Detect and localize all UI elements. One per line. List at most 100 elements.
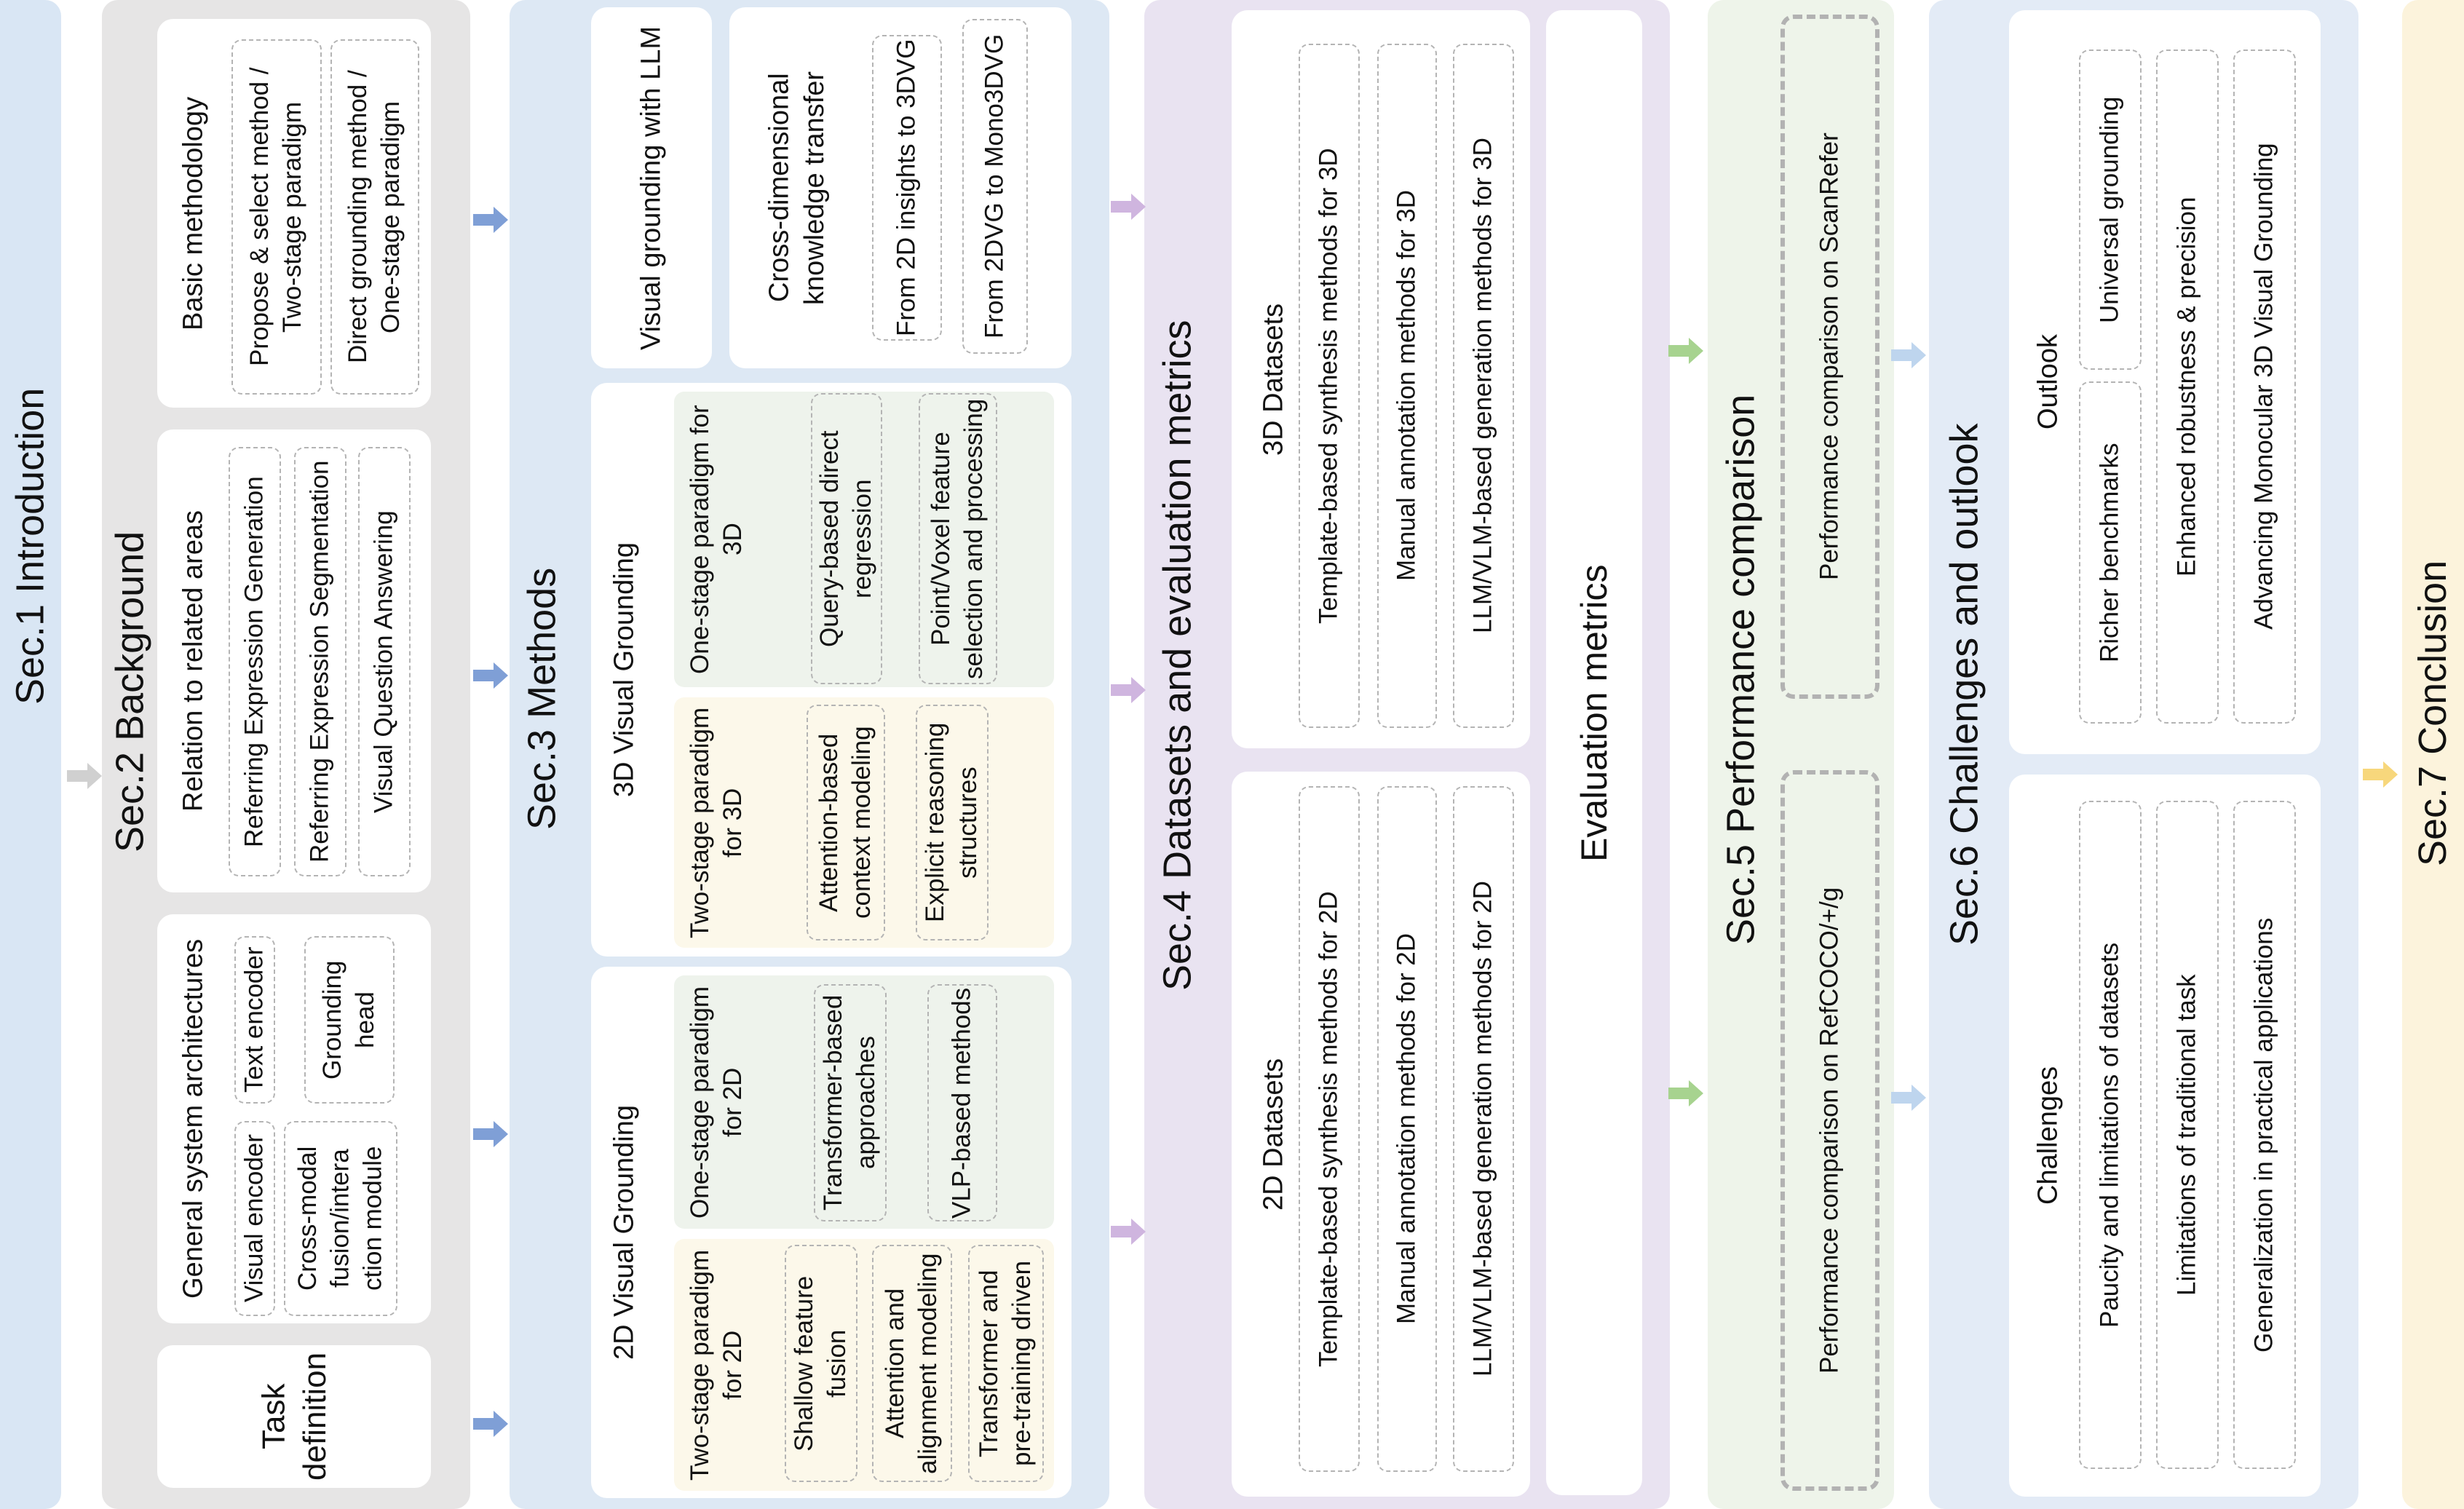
template-3d-box (1299, 44, 1360, 728)
metrics-label: Evaluation metrics (1574, 564, 1615, 863)
arrow-right-icon (1111, 194, 1146, 220)
datasets3d-card (1232, 10, 1530, 748)
monocular-3dvg-label: Advancing Monocular 3D Visual Grounding (2249, 143, 2278, 630)
vg3d-one-stage-block (674, 392, 1054, 687)
enhanced-robustness-box (2156, 49, 2219, 724)
sec7-conclusion-band (2402, 0, 2464, 1509)
richer-benchmarks-label: Richer benchmarks (2095, 443, 2124, 662)
arrow-right-icon (1668, 1080, 1703, 1106)
general-architectures-title: General system architectures (178, 938, 209, 1299)
manual-3d-box (1377, 44, 1437, 728)
arrow-right-icon (1668, 338, 1703, 364)
universal-grounding-box (2079, 49, 2142, 370)
sec3-title: Sec.3 Methods (520, 567, 564, 831)
paucity-datasets-box (2079, 801, 2142, 1469)
template-3d-label: Template-based synthesis methods for 3D (1314, 148, 1343, 624)
attention-alignment-label: Attention and alignment modeling (881, 1253, 942, 1474)
grounding-head-box (304, 936, 395, 1104)
transfer-item-2: From 2DVG to Mono3DVG (980, 33, 1009, 339)
vg2d-one-stage-block (674, 975, 1054, 1229)
transformer-pretraining-label: Transformer and pre-training driven (975, 1260, 1036, 1467)
shallow-fusion-box (785, 1245, 857, 1482)
attention-context-label: Attention-based context modeling (815, 726, 876, 919)
two-stage-method-label: Propose & select method / Two-stage para… (245, 67, 306, 367)
outlook-title: Outlook (2032, 334, 2064, 430)
explicit-reasoning-box (916, 705, 989, 940)
related-area-item-2-box (294, 447, 346, 876)
arrow-right-icon (473, 1121, 508, 1147)
generalization-box (2233, 801, 2296, 1469)
vg2d-title: 2D Visual Grounding (609, 1105, 640, 1360)
transfer-item-1-box (872, 35, 942, 341)
generalization-label: Generalization in practical applications (2249, 917, 2278, 1352)
text-encoder-box (234, 936, 275, 1104)
explicit-reasoning-label: Explicit reasoning structures (921, 722, 982, 923)
llm-3d-label: LLM/VLM-based generation methods for 3D (1468, 138, 1497, 634)
two-stage-method-box (231, 39, 322, 395)
refcoco-label: Performance comparison on RefCOCO/+/g (1815, 887, 1844, 1374)
outlook-card (2009, 10, 2321, 754)
query-regression-box (811, 393, 882, 684)
llm-label: Visual grounding with LLM (635, 25, 667, 350)
sec7-title: Sec.7 Conclusion (2410, 560, 2455, 867)
scanrefer-label: Performance comparison on ScanRefer (1815, 132, 1844, 581)
related-area-item-3: Visual Question Answering (369, 510, 398, 813)
arrow-right-icon (473, 207, 508, 233)
vg3d-two-stage-block (674, 697, 1054, 948)
template-2d-box (1299, 786, 1360, 1472)
arrow-right-icon (67, 763, 102, 789)
enhanced-robustness-label: Enhanced robustness & precision (2172, 197, 2201, 577)
basic-methodology-card (157, 19, 431, 408)
query-regression-label: Query-based direct regression (815, 430, 876, 647)
transfer-item-1: From 2D insights to 3DVG (892, 39, 921, 337)
attention-alignment-box (872, 1245, 952, 1482)
general-architectures-card (157, 914, 431, 1323)
related-area-item-1: Referring Expression Generation (239, 476, 269, 847)
manual-2d-label: Manual annotation methods for 2D (1392, 933, 1421, 1325)
vg3d-two-stage-title: Two-stage paradigm for 3D (686, 707, 747, 938)
refcoco-box (1780, 770, 1879, 1491)
related-area-item-2: Referring Expression Segmentation (305, 460, 334, 863)
arrow-right-icon (2363, 761, 2398, 788)
arrow-right-icon (1891, 342, 1926, 368)
grounding-head-label: Grounding head (318, 960, 379, 1080)
manual-2d-box (1377, 786, 1437, 1472)
vlp-methods-label: VLP-based methods (947, 987, 976, 1219)
cross-modal-label: Cross-modal fusion/intera ction module (293, 1146, 387, 1291)
manual-3d-label: Manual annotation methods for 3D (1392, 190, 1421, 582)
monocular-3dvg-box (2233, 49, 2296, 724)
vg2d-two-stage-block (674, 1239, 1054, 1491)
llm-3d-box (1453, 44, 1514, 728)
universal-grounding-label: Universal grounding (2095, 96, 2124, 323)
llm-card (591, 7, 712, 368)
transfer-card (729, 7, 1071, 368)
vg3d-one-stage-title: One-stage paradigm for 3D (686, 405, 747, 674)
transfer-item-2-box (962, 19, 1028, 354)
sec4-title: Sec.4 Datasets and evaluation metrics (1155, 320, 1200, 991)
challenges-title: Challenges (2032, 1066, 2064, 1205)
visual-encoder-box (234, 1121, 275, 1316)
task-definition-label: Task definition (255, 1352, 333, 1481)
transformer-approaches-box (814, 984, 887, 1221)
arrow-right-icon (1111, 1219, 1146, 1245)
traditional-task-label: Limitations of traditional task (2172, 974, 2201, 1296)
sec2-title: Sec.2 Background (108, 531, 152, 852)
transformer-pretraining-box (968, 1245, 1044, 1482)
transfer-title: Cross-dimensional knowledge transfer (764, 71, 830, 305)
llm-2d-box (1453, 786, 1514, 1472)
traditional-task-box (2156, 801, 2219, 1469)
sec1-introduction-band (0, 0, 61, 1509)
scanrefer-box (1780, 15, 1879, 699)
metrics-card (1546, 10, 1642, 1495)
shallow-fusion-label: Shallow feature fusion (790, 1275, 851, 1451)
arrow-right-icon (1111, 677, 1146, 703)
llm-2d-label: LLM/VLM-based generation methods for 2D (1468, 881, 1497, 1377)
related-area-item-1-box (229, 447, 281, 876)
vg2d-two-stage-title: Two-stage paradigm for 2D (686, 1249, 747, 1481)
transformer-approaches-label: Transformer-based approaches (819, 994, 880, 1211)
visual-encoder-label: Visual encoder (239, 1134, 269, 1303)
sec1-title: Sec.1 Introduction (8, 387, 52, 705)
sec5-performance-panel (1708, 0, 1894, 1509)
template-2d-label: Template-based synthesis methods for 2D (1314, 891, 1343, 1367)
